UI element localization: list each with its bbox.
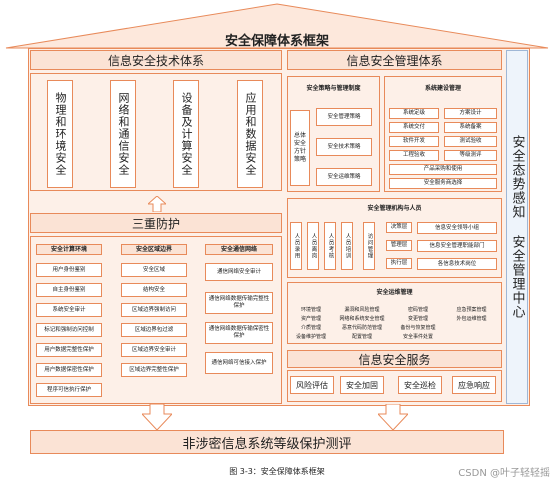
policy-item: 安全技术策略 xyxy=(316,138,372,156)
watermark: CSDN @叶子轻轻摇 xyxy=(458,468,550,479)
compute-item: 标记和强制访问控制 xyxy=(36,323,102,337)
build-item: 测试验收 xyxy=(444,136,497,147)
policy-item: 安全运维策略 xyxy=(316,168,372,186)
build-item-wide: 安全服务商选择 xyxy=(389,178,497,189)
side-center: 安全态势感知 安全管理中心 xyxy=(506,50,528,404)
tech-system-header: 信息安全技术体系 xyxy=(30,50,282,70)
service-item: 安全巡检 xyxy=(398,376,442,394)
up-arrow-icon xyxy=(148,196,166,212)
policy-title: 安全策略与管理制度 xyxy=(306,85,361,92)
policy-general: 总体安全方针策略 xyxy=(290,110,310,186)
org-layer: 决策层 xyxy=(386,222,412,233)
build-item: 系统备案 xyxy=(444,122,497,133)
column-physical: 物理和环境安全 xyxy=(47,80,73,188)
service-item: 风险评估 xyxy=(290,376,334,394)
sub-header-boundary: 安全区域边界 xyxy=(121,244,187,255)
down-arrow-icon xyxy=(378,404,408,430)
column-network: 网络和通信安全 xyxy=(110,80,136,188)
ops-grid: 环境管理漏洞和风险管理密码管理应急预案管理 资产管理网络和系统安全管理变更管理外… xyxy=(295,307,487,340)
column-application: 应用和数据安全 xyxy=(237,80,263,188)
framework-title: 安全保障体系框架 xyxy=(224,34,329,49)
org-body: 信息安全领导小组 xyxy=(417,222,497,234)
sub-header-compute: 安全计算环境 xyxy=(36,244,102,255)
org-person: 访问管理 xyxy=(363,222,375,270)
network-item: 通信网络数据传输完整性保护 xyxy=(205,292,273,314)
service-item: 应急响应 xyxy=(452,376,496,394)
network-item: 通信网络数据传输保密性保护 xyxy=(205,322,273,344)
org-person: 人员培训 xyxy=(341,222,353,270)
figure-caption: 图 3-3：安全保障体系框架 xyxy=(229,467,325,476)
sub-header-network: 安全通信网络 xyxy=(205,244,273,255)
service-item: 安全加固 xyxy=(340,376,384,394)
org-body: 各信息技术岗位 xyxy=(417,258,497,270)
boundary-item: 结构安全 xyxy=(121,283,187,297)
build-item: 软件开发 xyxy=(389,136,439,147)
build-item: 工程验收 xyxy=(389,150,439,161)
boundary-item: 区域边界包过滤 xyxy=(121,323,187,337)
build-item: 系统定级 xyxy=(389,108,439,119)
build-item: 方案设计 xyxy=(444,108,497,119)
build-item-wide: 产品采购和使用 xyxy=(389,164,497,175)
compute-item: 程序可信执行保护 xyxy=(36,383,102,397)
compute-item: 用户身份鉴别 xyxy=(36,263,102,277)
tech-subsystems-area xyxy=(30,236,282,404)
policy-item: 安全管理策略 xyxy=(316,108,372,126)
build-title: 系统建设管理 xyxy=(424,85,461,92)
column-device: 设备及计算安全 xyxy=(173,80,199,188)
mgmt-system-header: 信息安全管理体系 xyxy=(287,50,502,70)
compute-item: 用户数据保密性保护 xyxy=(36,363,102,377)
boundary-item: 区域边界完整性保护 xyxy=(121,363,187,377)
compute-item: 用户数据完整性保护 xyxy=(36,343,102,357)
ops-title: 安全运维管理 xyxy=(376,289,413,296)
org-body: 信息安全管理职能部门 xyxy=(417,240,497,252)
network-item: 通信网络可信接入保护 xyxy=(205,352,273,374)
boundary-item: 安全区域 xyxy=(121,263,187,277)
org-title: 安全管理机构与人员 xyxy=(367,205,422,212)
build-item: 等级测评 xyxy=(444,150,497,161)
triple-defense-header: 三重防护 xyxy=(30,213,282,233)
org-person: 人员考核 xyxy=(324,222,336,270)
service-header: 信息安全服务 xyxy=(287,350,502,368)
org-person: 人员录用 xyxy=(290,222,302,270)
evaluation-bar: 非涉密信息系统等级保护测评 xyxy=(30,430,504,454)
network-item: 通信网络安全审计 xyxy=(205,263,273,281)
org-layer: 执行层 xyxy=(386,258,412,269)
ops-section xyxy=(287,282,502,344)
org-layer: 管理层 xyxy=(386,240,412,251)
boundary-item: 区域边界安全审计 xyxy=(121,343,187,357)
org-person: 人员离岗 xyxy=(307,222,319,270)
compute-item: 自主身份鉴别 xyxy=(36,283,102,297)
build-item: 系统交付 xyxy=(389,122,439,133)
down-arrow-icon xyxy=(142,404,172,430)
boundary-item: 区域边界强制访问 xyxy=(121,303,187,317)
compute-item: 系统安全审计 xyxy=(36,303,102,317)
